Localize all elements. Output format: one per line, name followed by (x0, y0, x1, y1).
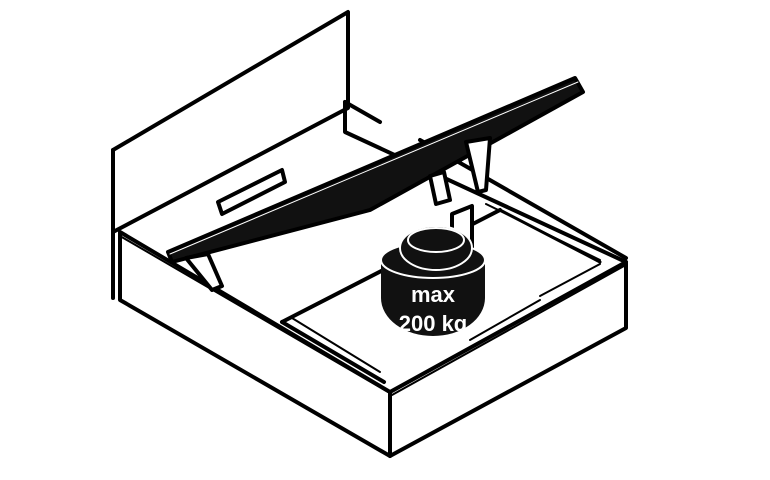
gas-lift-pistons (184, 136, 492, 292)
headboard (111, 10, 350, 300)
weight-icon (380, 225, 486, 336)
weight-label-max: max (411, 282, 456, 307)
weight-label-kg: 200 kg (399, 311, 468, 336)
